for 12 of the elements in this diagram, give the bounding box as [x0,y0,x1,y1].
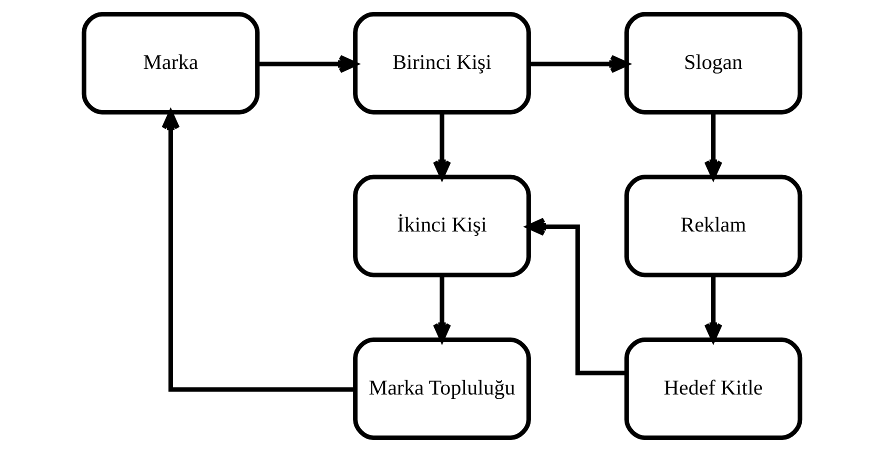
arrow [526,218,626,376]
node-box: İkinci Kişi [352,174,530,278]
arrow [432,275,451,342]
arrow [704,275,722,342]
arrow [432,112,451,180]
arrow [704,112,722,180]
node-box: Birinci Kişi [352,12,530,114]
node-box: Hedef Kitle [624,338,802,440]
node-box: Marka Topluluğu [352,338,530,440]
node-box: Marka [81,12,260,114]
node-box: Slogan [624,12,802,114]
node-box: Reklam [624,174,802,278]
